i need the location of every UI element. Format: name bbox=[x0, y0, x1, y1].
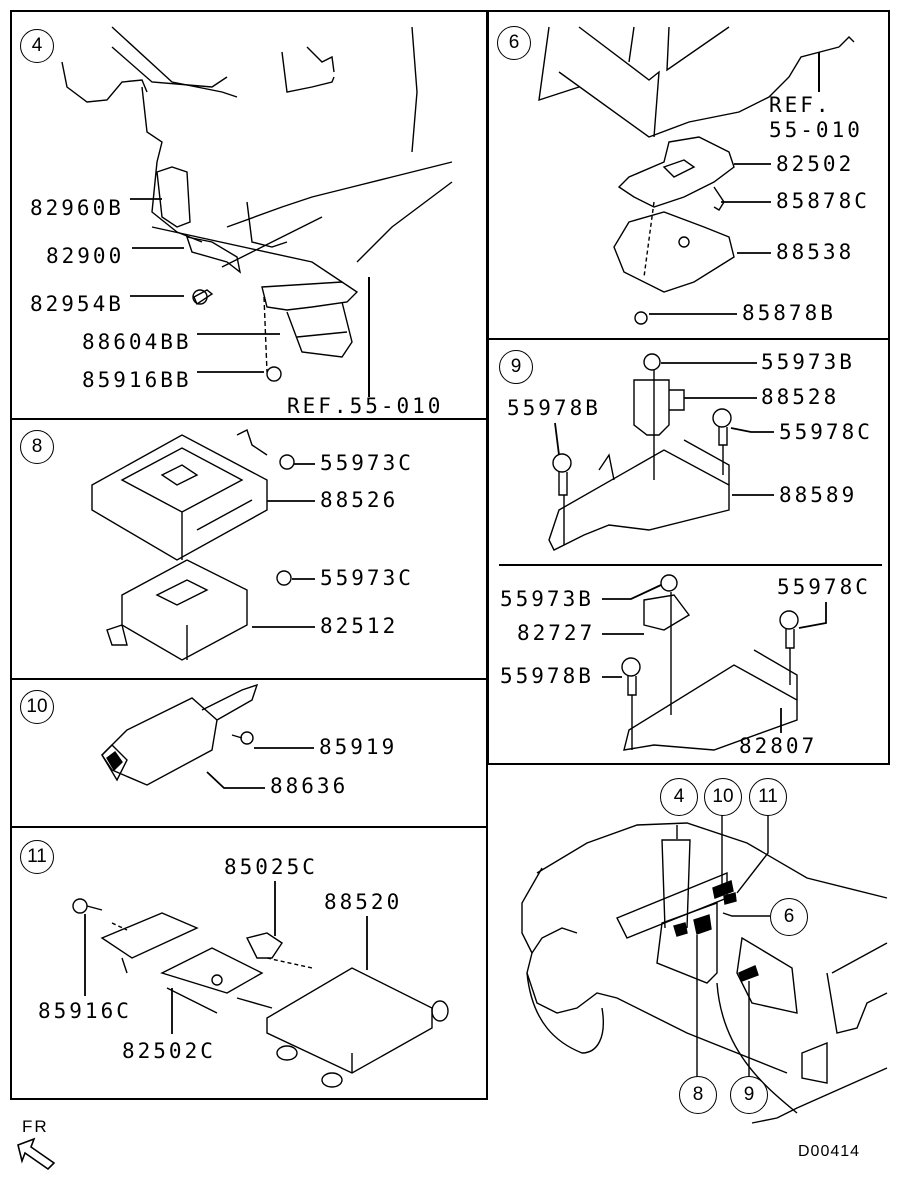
part-label-85916C: 85916C bbox=[38, 999, 132, 1023]
part-label-55973B-upper: 55973B bbox=[761, 350, 855, 374]
vehicle-overview-illustration bbox=[521, 812, 888, 1124]
part-label-55973C-upper: 55973C bbox=[320, 451, 414, 475]
overview-callout-9: 9 bbox=[730, 1076, 768, 1114]
diagram-code: D00414 bbox=[798, 1143, 861, 1160]
part-label-85878C: 85878C bbox=[776, 189, 870, 213]
overview-callout-10: 10 bbox=[704, 778, 742, 816]
part-label-88528: 88528 bbox=[761, 385, 840, 409]
part-label-82954B: 82954B bbox=[30, 292, 124, 316]
part-label-55978C-lower: 55978C bbox=[777, 575, 871, 599]
part-label-55978B-lower: 55978B bbox=[500, 664, 594, 688]
overview-panel: 4 10 11 6 8 9 D00414 bbox=[487, 763, 909, 1187]
overview-callout-6: 6 bbox=[770, 898, 808, 936]
panel-10-illustration bbox=[101, 683, 259, 786]
part-label-82502: 82502 bbox=[776, 152, 855, 176]
part-label-88520: 88520 bbox=[324, 890, 403, 914]
part-label-82807: 82807 bbox=[739, 734, 818, 758]
panel-10-callout: 10 bbox=[20, 690, 54, 724]
front-direction-arrow-icon bbox=[17, 1137, 56, 1171]
overview-callout-8: 8 bbox=[679, 1076, 717, 1114]
part-label-88604BB: 88604BB bbox=[82, 330, 192, 354]
part-label-55973B-lower: 55973B bbox=[500, 587, 594, 611]
panel-11-callout: 11 bbox=[20, 840, 54, 874]
panel-9-callout: 9 bbox=[499, 350, 533, 384]
panel-8-illustration bbox=[91, 429, 295, 661]
part-label-82960B: 82960B bbox=[30, 196, 124, 220]
panel-4-callout: 4 bbox=[20, 29, 54, 63]
panel-6: 6 REF. 55-010 82502 85878C 88538 85878B bbox=[487, 10, 890, 340]
panel-10: 10 85919 88636 bbox=[10, 678, 488, 828]
part-label-82900: 82900 bbox=[46, 244, 125, 268]
panel-8: 8 55973C 88526 55973C 82512 bbox=[10, 418, 488, 680]
part-label-88526: 88526 bbox=[320, 488, 399, 512]
part-label-55973C-lower: 55973C bbox=[320, 566, 414, 590]
part-label-85919: 85919 bbox=[319, 735, 398, 759]
front-direction-label: FR bbox=[22, 1117, 49, 1136]
panel-4-illustration bbox=[61, 26, 453, 397]
part-label-85916BB: 85916BB bbox=[82, 368, 192, 392]
part-label-82727: 82727 bbox=[517, 621, 596, 645]
part-label-88636: 88636 bbox=[270, 774, 349, 798]
part-label-85025C: 85025C bbox=[224, 855, 318, 879]
panel-11-illustration bbox=[72, 898, 449, 1088]
panel-4: 4 82960B 82900 82954B 88604BB 85916BB RE… bbox=[10, 10, 488, 420]
panel-6-callout: 6 bbox=[497, 26, 531, 60]
part-label-85878B: 85878B bbox=[742, 301, 836, 325]
part-label-88589: 88589 bbox=[779, 483, 858, 507]
panel-8-callout: 8 bbox=[20, 430, 54, 464]
part-label-82502C: 82502C bbox=[122, 1039, 216, 1063]
overview-callout-11: 11 bbox=[749, 778, 787, 816]
panel-11: 11 85025C 88520 85916C 82502C bbox=[10, 826, 488, 1100]
part-label-82512: 82512 bbox=[320, 614, 399, 638]
panel-6-illustration bbox=[538, 26, 855, 325]
part-label-88538: 88538 bbox=[776, 240, 855, 264]
panel-9-illustration bbox=[499, 353, 882, 751]
part-label-55978C-upper: 55978C bbox=[779, 420, 873, 444]
panel-9: 9 55973B 88528 55978B 55978C 88589 55973… bbox=[487, 338, 890, 765]
reference-label-line2: 55-010 bbox=[769, 118, 863, 142]
reference-label: REF.55-010 bbox=[287, 394, 444, 418]
reference-label-line1: REF. bbox=[769, 93, 832, 117]
overview-callout-4: 4 bbox=[660, 778, 698, 816]
part-label-55978B-upper: 55978B bbox=[507, 396, 601, 420]
